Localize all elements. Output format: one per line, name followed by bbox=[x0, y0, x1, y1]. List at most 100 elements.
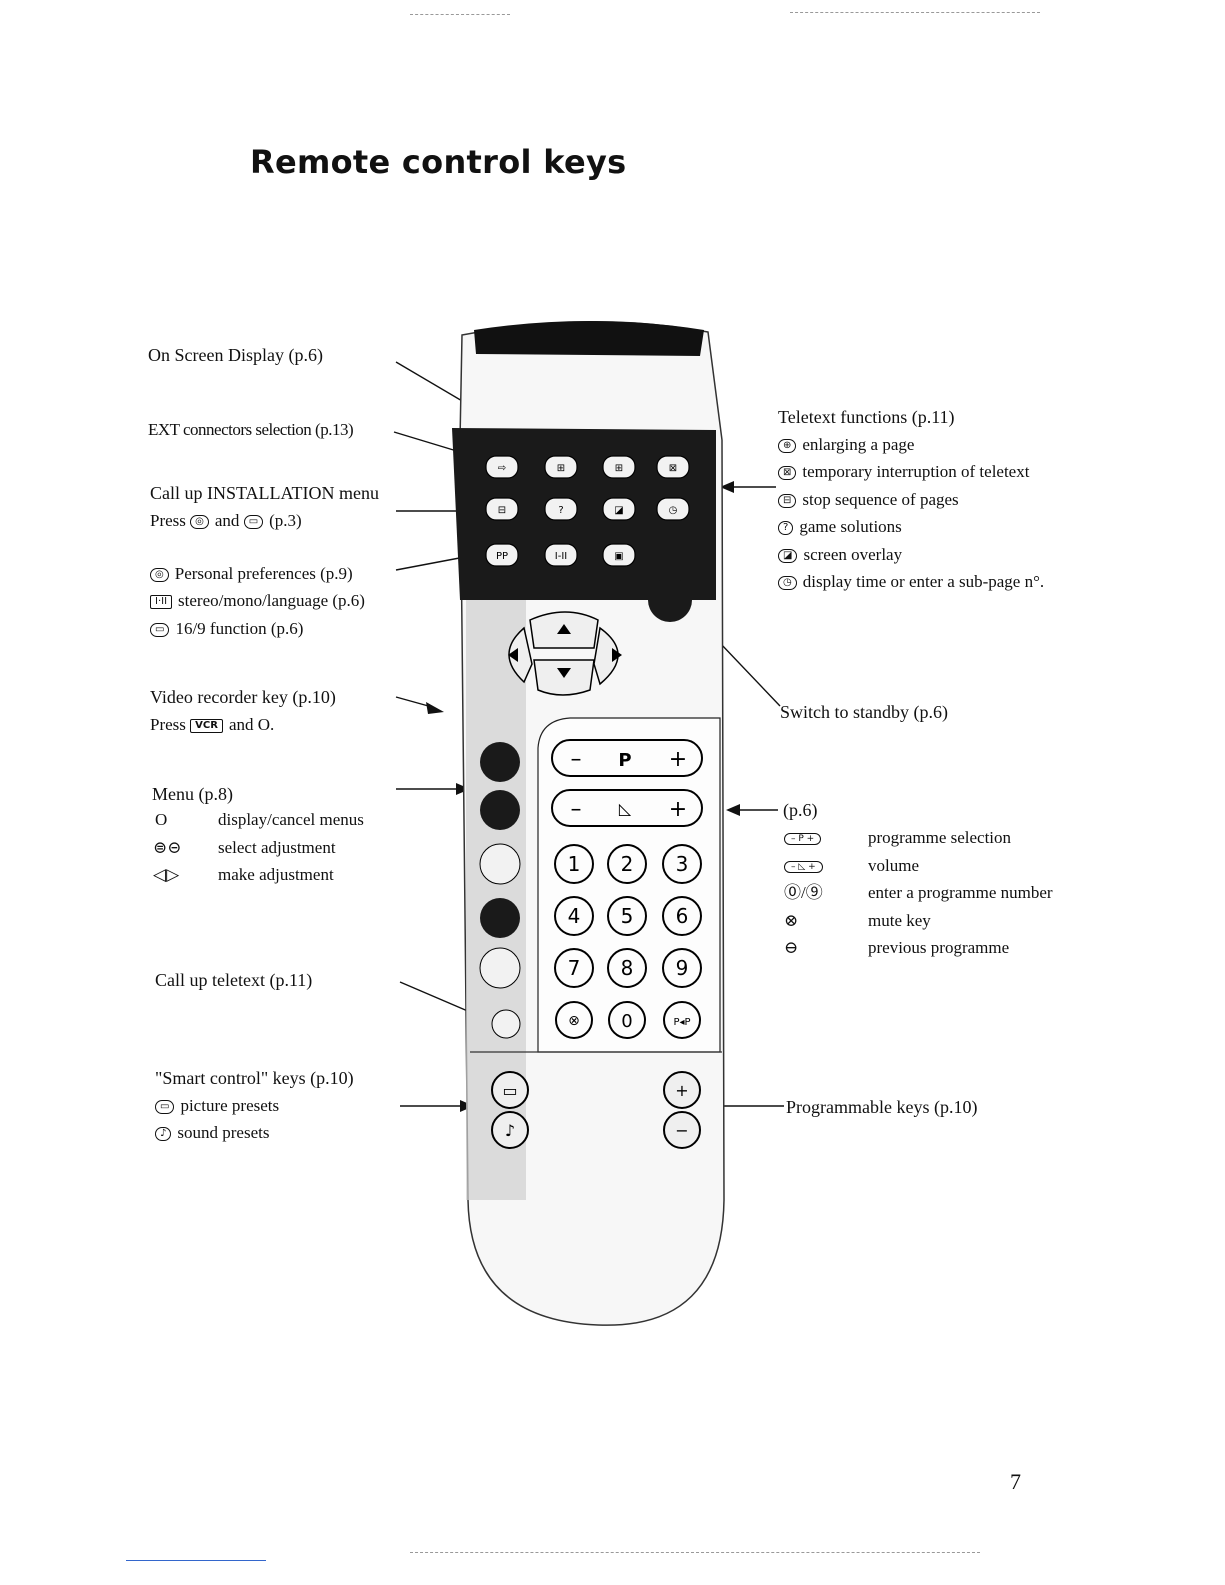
keypad-panel bbox=[537, 717, 721, 1053]
pp-key: PP bbox=[496, 551, 508, 562]
wide-label: 16/9 function (p.6) bbox=[175, 619, 304, 638]
zero-button bbox=[608, 1001, 646, 1039]
p-key-icon: – P + bbox=[784, 829, 827, 847]
programmable-label: Programmable keys (p.10) bbox=[786, 1097, 978, 1117]
v-plus: + bbox=[669, 797, 687, 822]
zero-label: 0 bbox=[621, 1011, 632, 1032]
menu-make-label: make adjustment bbox=[218, 865, 334, 884]
digits-icon: ⓪/⑨ bbox=[784, 883, 823, 902]
interrupt-icon: ⊠ bbox=[778, 466, 797, 481]
reveal-key-icon: ? bbox=[558, 505, 563, 516]
digit-label-8: 8 bbox=[621, 956, 634, 980]
programme-ref: (p.6) bbox=[783, 800, 818, 820]
prog-sel-label: programme selection bbox=[868, 828, 1012, 847]
enter-num-label: enter a programme number bbox=[868, 883, 1053, 902]
volume-rocker bbox=[551, 789, 703, 827]
picture-row: ▭ picture presets bbox=[155, 1097, 279, 1115]
sound-label: sound presets bbox=[177, 1123, 270, 1142]
prev-label: previous programme bbox=[868, 938, 1010, 957]
programme-rocker bbox=[551, 739, 703, 777]
wide-screen-icon: ▭ bbox=[150, 623, 170, 638]
page-number: 7 bbox=[1010, 1469, 1021, 1494]
install-ref: (p.3) bbox=[269, 511, 302, 530]
digit-button-3 bbox=[662, 844, 702, 884]
vcr-o: O. bbox=[257, 715, 275, 734]
pp-button bbox=[663, 1001, 701, 1039]
picture-preset-button bbox=[491, 1071, 529, 1109]
tt-key bbox=[485, 497, 519, 521]
teletext-call-label: Call up teletext (p.11) bbox=[155, 970, 313, 990]
digit-label-1: 1 bbox=[568, 852, 581, 876]
teletext-keys bbox=[485, 455, 690, 567]
i-ii-key: I-II bbox=[555, 551, 567, 562]
tt-key bbox=[602, 455, 636, 479]
install-press: Press bbox=[150, 511, 186, 530]
mute-key-icon: ⊗ bbox=[784, 911, 799, 930]
tt-key bbox=[602, 497, 636, 521]
tt-item-label: screen overlay bbox=[803, 545, 903, 564]
stop-sequence-icon: ⊟ bbox=[778, 494, 797, 509]
tt-item-label: display time or enter a sub-page n°. bbox=[802, 572, 1045, 591]
digit-button-6 bbox=[662, 896, 702, 936]
personal-row: ◎ Personal preferences (p.9) bbox=[150, 565, 353, 583]
p-label: P bbox=[618, 750, 631, 771]
menu-side-button bbox=[479, 947, 521, 989]
reveal-icon: ? bbox=[778, 521, 794, 536]
scan-artifact bbox=[410, 1552, 980, 1554]
time-key-icon: ◷ bbox=[669, 505, 678, 516]
volume-icon: ◺ bbox=[619, 799, 632, 818]
page-title: Remote control keys bbox=[250, 143, 627, 181]
ext-key-icon: ⇨ bbox=[498, 463, 506, 474]
tt-key bbox=[656, 497, 690, 521]
digit-label-3: 3 bbox=[676, 852, 689, 876]
picture-key-icon: ▭ bbox=[243, 515, 264, 530]
tt-item-2: ⊠ temporary interruption of teletext bbox=[778, 463, 1029, 481]
wide-key-icon: ▣ bbox=[614, 551, 623, 562]
vcr-press: Press bbox=[150, 715, 186, 734]
personal-label: Personal preferences (p.9) bbox=[174, 564, 353, 583]
enlarge-key-icon: ⊞ bbox=[557, 463, 565, 474]
digit-button-7 bbox=[554, 948, 594, 988]
stereo-label: stereo/mono/language (p.6) bbox=[178, 591, 365, 610]
ext-label: EXT connectors selection (p.13) bbox=[148, 420, 354, 439]
wide-row: ▭ 16/9 function (p.6) bbox=[150, 620, 303, 638]
vcr-and: and bbox=[228, 715, 254, 734]
teletext-button bbox=[491, 1009, 521, 1039]
scan-artifact bbox=[410, 14, 510, 16]
digit-button-4 bbox=[554, 896, 594, 936]
install-title: Call up INSTALLATION menu bbox=[150, 483, 380, 503]
tt-item-label: temporary interruption of teletext bbox=[802, 462, 1030, 481]
digit-button-2 bbox=[607, 844, 647, 884]
menu-display-label: display/cancel menus bbox=[218, 810, 364, 829]
digit-label-5: 5 bbox=[621, 904, 634, 928]
mute-key-icon: ⊗ bbox=[568, 1013, 580, 1029]
sound-preset-icon: ♪ bbox=[155, 1127, 172, 1142]
ir-window bbox=[474, 321, 704, 356]
osd-label: On Screen Display (p.6) bbox=[148, 345, 323, 365]
tt-key bbox=[544, 497, 578, 521]
footer-rule bbox=[126, 1560, 266, 1561]
tt-item-4: ? game solutions bbox=[778, 518, 902, 536]
grid-key-icon: ⊞ bbox=[615, 463, 623, 474]
tt-item-label: game solutions bbox=[799, 517, 902, 536]
side-buttons bbox=[480, 742, 520, 938]
tt-item-5: ◪ screen overlay bbox=[778, 546, 902, 564]
digit-label-2: 2 bbox=[621, 852, 634, 876]
p-plus: + bbox=[669, 747, 687, 772]
picture-preset-icon: ▭ bbox=[155, 1100, 175, 1115]
picture-label: picture presets bbox=[180, 1096, 280, 1115]
programmable-minus-button bbox=[663, 1111, 701, 1149]
time-icon: ◷ bbox=[778, 576, 797, 591]
tt-item-label: enlarging a page bbox=[802, 435, 915, 454]
menu-title: Menu (p.8) bbox=[152, 784, 233, 804]
programmable-plus-button bbox=[663, 1071, 701, 1109]
install-and: and bbox=[214, 511, 240, 530]
overlay-icon: ◪ bbox=[778, 549, 798, 564]
tt-key bbox=[602, 543, 636, 567]
stereo-icon: I·II bbox=[150, 595, 173, 610]
overlay-key-icon: ◪ bbox=[614, 505, 623, 516]
personal-icon: ◎ bbox=[150, 568, 169, 583]
menu-side-button bbox=[479, 843, 521, 885]
